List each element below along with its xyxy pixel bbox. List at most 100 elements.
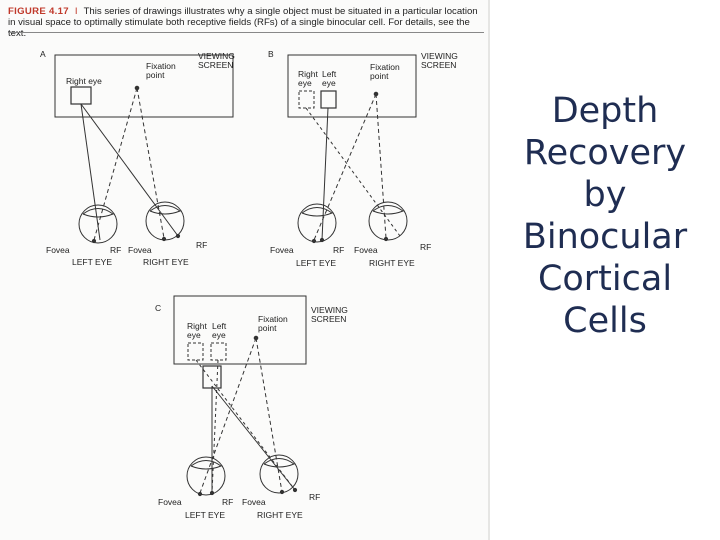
panel-a-letter: A [40,49,46,59]
panel-b-left-label-2: eye [322,78,336,88]
scanned-figure-page [0,0,488,540]
panel-b-left-fovea-dot [311,238,317,244]
slide-title-line-2: Recovery [523,133,687,173]
caption-rule [8,32,484,33]
panel-c-right-eye-rf-box [187,342,204,361]
slide-title-line-6: Cells [563,301,647,341]
panel-c-right-lens [263,458,296,468]
figure-number: FIGURE 4.17 [8,6,69,17]
panel-a [54,54,234,244]
panel-a-screen-label-1: VIEWING [198,51,235,61]
panel-c-left-label-1: Left [212,321,227,331]
panel-b-right-label-1: Right [298,69,318,79]
panel-c-fovea-right: Fovea [242,497,266,507]
panel-a-right-lens [149,205,182,215]
panel-c-object-box [202,365,222,389]
panel-c-right-eye-label: RIGHT EYE [257,510,303,520]
binocular-diagram: A VIEWING SCREEN Fixation point Right ey… [40,49,458,520]
panel-c-left-lens [190,460,223,470]
panel-a-line-rf-left [80,103,101,241]
panel-a-left-eye [78,204,118,244]
panel-b-fovea-right: Fovea [354,245,378,255]
panel-a-receptive-field-box [70,86,92,105]
panel-b-right-lens [372,205,405,215]
panel-b-right-label-2: eye [298,78,312,88]
panel-a-line-rf-right [80,103,179,237]
panel-c-rf-left: RF [222,497,233,507]
panel-c-fixation-label-2: point [258,323,277,333]
panel-b-line-fix-right [375,93,387,239]
panel-c-line-right-rf-upper [195,359,296,491]
panel-c-right-fovea-dot [279,489,285,495]
panel-c-rf-right: RF [309,492,320,502]
panel-b-right-eye-rf-box [298,90,315,109]
panel-c-fovea-left: Fovea [158,497,182,507]
panel-a-fovea-left: Fovea [46,245,70,255]
slide-title-line-1: Depth [551,91,659,131]
caption-text: This series of drawings illustrates why … [8,6,478,39]
panel-b-screen-label-2: SCREEN [421,60,456,70]
panel-c-right-rf-dot [292,487,298,493]
panel-b-right-eye [368,201,408,241]
panel-c-line-object-right [211,385,296,491]
panel-b-left-eye-label: LEFT EYE [296,258,336,268]
panel-a-rf-right: RF [196,240,207,250]
panel-c-line-left-rf-upper [211,359,219,494]
panel-b-fixation-label-2: point [370,71,389,81]
panel-c-left-eye-rf-box [210,342,227,361]
panel-c-left-eye-label: LEFT EYE [185,510,225,520]
panel-b-left-eye [297,203,337,243]
panel-b-rf-right: RF [420,242,431,252]
panel-b-rf-left: RF [333,245,344,255]
panel-a-left-fovea-dot [91,238,97,244]
panel-c-fixation-label-1: Fixation [258,314,288,324]
slide-title-line-3: by [583,175,627,215]
panel-b-left-rf-dot [319,237,325,243]
panel-a-fixation-label-2: point [146,70,165,80]
panel-a-fixation-label-1: Fixation [146,61,176,71]
panel-c-right-label-1: Right [187,321,207,331]
panel-a-rf-left: RF [110,245,121,255]
panel-c-screen-label-2: SCREEN [311,314,346,324]
panel-a-screen-label-2: SCREEN [198,60,233,70]
panel-b-line-fix-left [313,93,377,241]
panel-c-right-label-2: eye [187,330,201,340]
slide-title: Depth Recovery by Binocular Cortical Cel… [500,90,710,342]
panel-b-letter: B [268,49,274,59]
panel-c-viewing-screen [173,295,307,365]
panel-b-line-rf-right [305,107,401,237]
panel-b-right-fovea-dot [383,236,389,242]
panel-c-left-fovea-dot [197,491,203,497]
panel-a-rf-label: Right eye [66,76,102,86]
panel-a-viewing-screen [54,54,234,118]
panel-a-right-fovea-dot [161,236,167,242]
panel-a-line-fix-left [93,87,138,241]
panel-b-fovea-left: Fovea [270,245,294,255]
panel-b [287,54,417,244]
panel-b-viewing-screen [287,54,417,118]
slide-title-line-5: Cortical [537,259,673,299]
panel-c [173,295,307,497]
panel-c-left-eye [186,456,226,496]
panel-c-left-label-2: eye [212,330,226,340]
panel-c-letter: C [155,303,161,313]
panel-b-line-rf-left [321,107,329,241]
panel-a-line-fix-right [136,87,165,239]
panel-c-screen-label-1: VIEWING [311,305,348,315]
panel-b-fixation-label-1: Fixation [370,62,400,72]
panel-a-right-eye-label: RIGHT EYE [143,257,189,267]
caption-separator: I [74,6,78,17]
panel-c-right-eye [259,454,299,494]
panel-a-right-rf-dot [175,233,181,239]
panel-c-line-fix-right [255,337,283,493]
panel-a-left-eye-label: LEFT EYE [72,257,112,267]
panel-c-left-rf-dot [209,490,215,496]
page-edge-divider [488,0,490,540]
panel-a-fovea-right: Fovea [128,245,152,255]
panel-a-left-lens [82,208,115,218]
panel-c-line-fix-left [199,337,257,494]
panel-b-screen-label-1: VIEWING [421,51,458,61]
panel-b-left-eye-rf-box [320,90,337,109]
panel-b-left-label-1: Left [322,69,337,79]
